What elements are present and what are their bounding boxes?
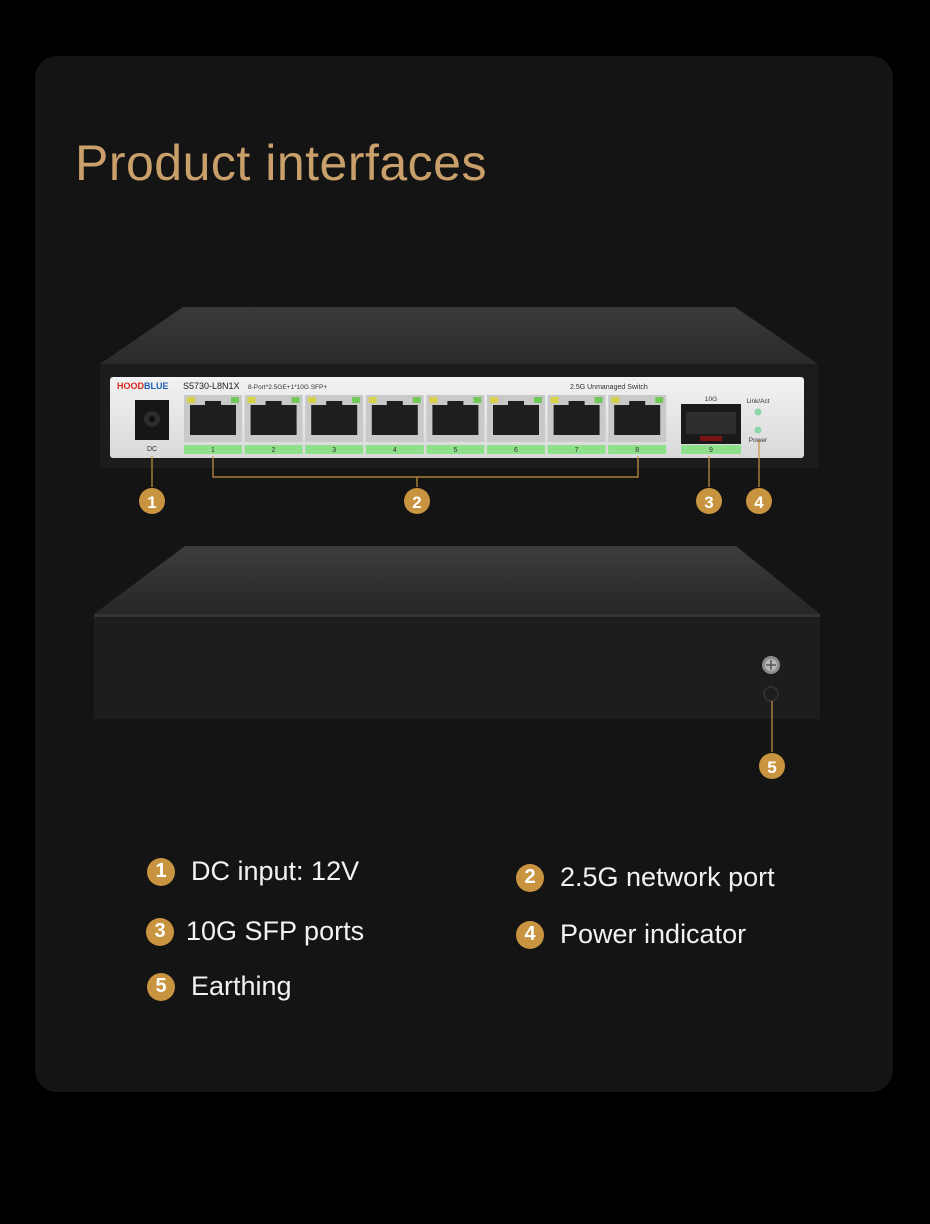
legend-badge: 4: [516, 920, 544, 949]
port-number: 1: [211, 447, 215, 454]
legend-item-dc-input: 1 DC input: 12V: [147, 856, 359, 887]
rj45-port-6: 6: [487, 395, 545, 454]
port-number: 8: [635, 447, 639, 454]
rj45-port-8: 8: [608, 395, 667, 454]
link-act-label: Link/Act: [746, 398, 769, 405]
sfp-number: 9: [709, 447, 713, 454]
legend-text: Earthing: [191, 971, 292, 1001]
legend-text: DC input: 12V: [191, 856, 360, 886]
rj45-port-2: 2: [244, 395, 303, 454]
legend-text: 10G SFP ports: [186, 916, 365, 946]
legend-item-earthing: 5 Earthing: [147, 971, 292, 1002]
callout-badge-4: [746, 488, 772, 514]
callout-badge-1: [139, 488, 165, 514]
port-number: 2: [272, 447, 276, 454]
dc-label: DC: [147, 446, 157, 453]
spec-label: 8-Port*2.5GE+1*10G SFP+: [248, 384, 327, 391]
legend-item-power-indicator: 4 Power indicator: [516, 919, 746, 950]
port-number: 3: [332, 447, 336, 454]
rj45-port-5: 5: [426, 395, 485, 454]
switch-back-face: [94, 614, 820, 719]
port-number: 5: [453, 447, 457, 454]
svg-text:3: 3: [704, 493, 713, 512]
port-number: 4: [393, 447, 397, 454]
callout-badge-3: [696, 488, 722, 514]
port-number: 7: [575, 447, 579, 454]
sfp-label: 10G: [705, 396, 717, 403]
callout-badge-5: [759, 753, 785, 779]
legend-badge: 2: [516, 863, 544, 892]
legend-badge: 5: [147, 972, 175, 1001]
rj45-port-3: 3: [305, 395, 364, 454]
page-title: Product interfaces: [75, 135, 487, 191]
link-led: [754, 408, 762, 416]
legend-badge: 3: [146, 917, 174, 946]
power-led: [754, 426, 762, 434]
rj45-port-7: 7: [547, 395, 606, 454]
legend-text: Power indicator: [560, 919, 747, 949]
rj45-port-1: 1: [184, 395, 242, 454]
callout-badge-2: [404, 488, 430, 514]
type-label: 2.5G Unmanaged Switch: [570, 384, 648, 391]
svg-text:4: 4: [754, 493, 764, 512]
port-number: 6: [514, 447, 518, 454]
switch-back-top: [94, 546, 820, 614]
legend-item-sfp-ports: 3 10G SFP ports: [146, 916, 364, 947]
switch-front-top: [100, 307, 818, 364]
model-label: S5730-L8N1X: [183, 381, 240, 391]
legend-text: 2.5G network port: [560, 862, 775, 892]
ground-hole: [763, 686, 779, 702]
svg-text:1: 1: [147, 493, 156, 512]
svg-text:5: 5: [767, 758, 776, 777]
rj45-port-group: 1 2 3 4 5 6 7 8: [184, 395, 667, 454]
legend-item-network-port: 2 2.5G network port: [516, 862, 775, 893]
sfp-number-strip: [681, 445, 741, 454]
rj45-port-4: 4: [365, 395, 424, 454]
svg-text:2: 2: [412, 493, 421, 512]
brand-text: HOODBLUE: [117, 381, 169, 391]
legend-badge: 1: [147, 857, 175, 886]
callout-bracket-2: [212, 456, 639, 478]
